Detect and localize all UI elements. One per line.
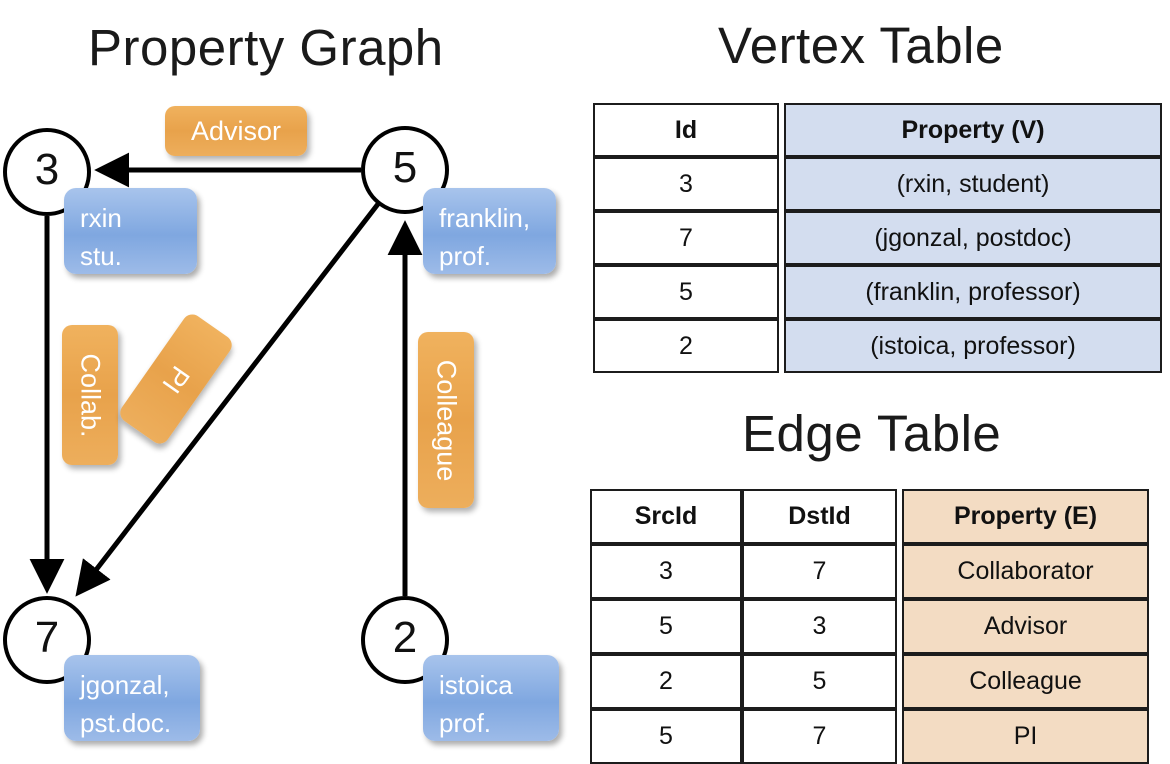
edge-arrow-5-to-7	[75, 202, 380, 597]
table-row: 5 (franklin, professor)	[593, 265, 1162, 319]
table-header-row: Id Property (V)	[593, 103, 1162, 157]
vertex-table-header-property: Property (V)	[784, 103, 1162, 157]
edge-label-advisor-text: Advisor	[190, 115, 282, 146]
edge-cell-dstid: 5	[742, 654, 897, 709]
edge-cell-dstid: 3	[742, 599, 897, 654]
edge-label-colleague-text: Colleague	[431, 359, 462, 481]
graph-edge-arrows	[29, 152, 423, 597]
table-row: 3 (rxin, student)	[593, 157, 1162, 211]
graph-node-3-label: 3	[34, 145, 60, 194]
property-graph-diagram: 3 5 7 2 rxin stu. franklin, prof. jgonza…	[0, 0, 585, 760]
graph-node-5-label: 5	[392, 143, 418, 192]
vertex-cell-property: (istoica, professor)	[784, 319, 1162, 373]
graph-node-2-label: 2	[392, 613, 418, 662]
edge-label-pi-text: PI	[156, 360, 197, 399]
vertex-cell-property: (rxin, student)	[784, 157, 1162, 211]
graph-node-7-label: 7	[34, 613, 60, 662]
node-property-box-3: rxin stu.	[64, 188, 197, 274]
edge-table-header-srcid: SrcId	[590, 489, 742, 544]
edge-label-collab: Collab.	[62, 325, 118, 465]
edge-cell-srcid: 2	[590, 654, 742, 709]
edge-table: SrcId DstId Property (E) 3 7 Collaborato…	[590, 489, 1149, 764]
vertex-cell-id: 3	[593, 157, 779, 211]
node-property-box-7: jgonzal, pst.doc.	[64, 655, 200, 741]
table-row: 5 7 PI	[590, 709, 1149, 764]
table-row: 2 (istoica, professor)	[593, 319, 1162, 373]
edge-label-collab-text: Collab.	[75, 352, 106, 438]
vertex-cell-id: 7	[593, 211, 779, 265]
edge-cell-property: Advisor	[902, 599, 1149, 654]
edge-cell-property: Colleague	[902, 654, 1149, 709]
graph-node-5[interactable]: 5	[361, 126, 449, 214]
page-title-property-graph: Property Graph	[88, 19, 444, 76]
edge-cell-srcid: 5	[590, 599, 742, 654]
edge-cell-property: Collaborator	[902, 544, 1149, 599]
vertex-cell-property: (franklin, professor)	[784, 265, 1162, 319]
edge-label-advisor: Advisor	[165, 106, 307, 156]
page-title-vertex-table: Vertex Table	[718, 17, 1004, 74]
edge-table-header-property: Property (E)	[902, 489, 1149, 544]
vertex-cell-id: 2	[593, 319, 779, 373]
node-property-box-2: istoica prof.	[423, 655, 559, 741]
table-header-row: SrcId DstId Property (E)	[590, 489, 1149, 544]
graph-node-2[interactable]: 2	[361, 596, 449, 684]
edge-cell-property: PI	[902, 709, 1149, 764]
edge-cell-srcid: 3	[590, 544, 742, 599]
edge-cell-dstid: 7	[742, 544, 897, 599]
vertex-cell-id: 5	[593, 265, 779, 319]
vertex-table: Id Property (V) 3 (rxin, student) 7 (jgo…	[593, 103, 1162, 373]
vertex-table-header-id: Id	[593, 103, 779, 157]
node-property-box-5: franklin, prof.	[423, 188, 556, 274]
vertex-cell-property: (jgonzal, postdoc)	[784, 211, 1162, 265]
edge-cell-srcid: 5	[590, 709, 742, 764]
table-row: 5 3 Advisor	[590, 599, 1149, 654]
edge-label-colleague: Colleague	[418, 332, 474, 508]
edge-cell-dstid: 7	[742, 709, 897, 764]
table-row: 2 5 Colleague	[590, 654, 1149, 709]
edge-table-header-dstid: DstId	[742, 489, 897, 544]
table-row: 7 (jgonzal, postdoc)	[593, 211, 1162, 265]
table-row: 3 7 Collaborator	[590, 544, 1149, 599]
page-title-edge-table: Edge Table	[742, 405, 1002, 462]
